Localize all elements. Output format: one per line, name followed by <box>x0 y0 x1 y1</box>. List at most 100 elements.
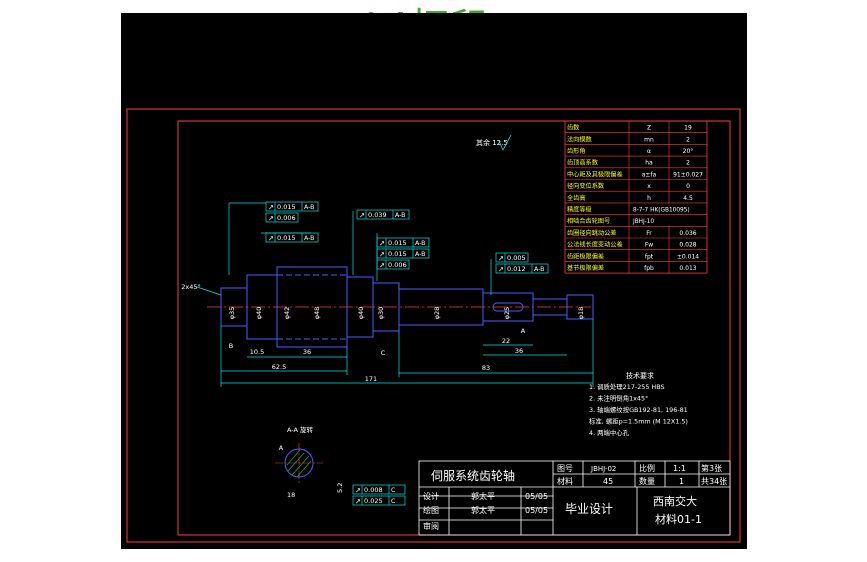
gear-param-symbol: α <box>647 148 651 155</box>
dimension-label: φ18 <box>577 307 585 320</box>
gear-param-name: 相啮合齿轮图号 <box>567 217 610 225</box>
hatch-line <box>291 455 310 476</box>
gear-param-value: 0.036 <box>679 230 696 237</box>
gear-param-name: 齿数 <box>567 124 580 132</box>
gear-param-symbol: 8-7-7 HK(GB10095) <box>633 208 690 214</box>
review-label: 审阅 <box>423 521 439 531</box>
gear-param-symbol: Fr <box>646 230 652 237</box>
design-label: 设计 <box>423 491 439 501</box>
hatch-line <box>296 460 312 478</box>
dimension-label: 2x45° <box>181 283 201 291</box>
gear-param-symbol: Z <box>647 125 651 132</box>
shaft-main-view <box>207 266 594 348</box>
gear-param-value: 2 <box>686 136 690 143</box>
dimension-label: φ48 <box>313 307 321 320</box>
tolerance-value: 0.015 <box>277 234 296 242</box>
tech-requirements-heading: 技术要求 <box>626 371 654 380</box>
gear-param-value: 91±0.027 <box>673 171 703 178</box>
tolerance-value: 0.039 <box>368 211 387 219</box>
gear-param-symbol: h <box>647 195 651 202</box>
gear-param-name: 径向变位系数 <box>567 182 605 190</box>
runout-icon: ↗ <box>379 251 385 259</box>
tolerance-frame <box>352 495 406 506</box>
tech-requirement-item: 4. 两端中心孔 <box>589 428 630 437</box>
designer: 郭太平 <box>471 491 495 501</box>
dimension-label: φ28 <box>433 307 441 320</box>
qty-label: 数量 <box>639 476 655 486</box>
class-name: 材料01-1 <box>655 512 702 526</box>
gear-param-name: 精度等级 <box>567 206 592 214</box>
hatch-line <box>286 449 301 466</box>
gear-param-symbol: x <box>647 183 651 190</box>
gear-param-symbol: Fw <box>645 242 653 249</box>
section-dim-2: 18 <box>287 491 295 499</box>
section-dim-1: 5.2 <box>336 483 344 493</box>
gear-param-value: 0.028 <box>679 242 696 249</box>
tolerance-frame <box>352 484 406 495</box>
tolerance-datum: A-B <box>395 212 405 219</box>
runout-icon: ↗ <box>379 262 385 270</box>
tolerance-datum: A-B <box>304 235 314 242</box>
tolerance-frame <box>376 248 430 259</box>
section-view: A-A 旋转 5.2 18 <box>275 425 344 499</box>
dimension-label: 83 <box>482 364 490 372</box>
tolerance-frame <box>376 237 430 248</box>
dimension-label: φ25 <box>503 307 511 320</box>
runout-icon: ↗ <box>359 212 365 220</box>
gear-param-name: 基节极限偏差 <box>567 264 604 272</box>
total-sheets: 共34张 <box>701 477 727 486</box>
draw-date: 05/05 <box>525 506 548 515</box>
runout-icon: ↗ <box>498 266 504 274</box>
gear-param-name: 公法线长度变动公差 <box>567 241 623 249</box>
gear-param-value: ±0.014 <box>677 253 699 260</box>
runout-icon: ↗ <box>355 498 361 506</box>
title-block-text: 伺服系统齿轮轴 图号 JBHJ-02 比例 1:1 第3张 材料 45 数量 1… <box>423 463 727 531</box>
gear-param-name: 齿形角 <box>567 147 586 155</box>
section-hatch <box>286 449 312 478</box>
gear-param-name: 齿顶高系数 <box>567 159 599 167</box>
outer-border <box>126 108 741 543</box>
gear-param-symbol: mn <box>644 136 654 143</box>
drawing-no-label: 图号 <box>557 464 573 473</box>
drafter: 郭太平 <box>471 505 495 515</box>
tolerance-datum: A-B <box>415 251 425 258</box>
dimension-label: C <box>381 349 386 357</box>
gear-param-value: 20° <box>683 148 694 155</box>
dimension-lines <box>196 202 594 387</box>
gear-param-value: 4.5 <box>683 195 693 202</box>
gear-param-name: 齿圈径向跳动公差 <box>567 229 617 237</box>
section-view-label: A-A 旋转 <box>287 425 314 434</box>
draw-label: 绘图 <box>423 505 439 515</box>
tolerance-datum: C <box>391 498 395 505</box>
gear-param-symbol: ha <box>645 160 653 167</box>
dimension-label: φ40 <box>255 307 263 320</box>
dimension-label: 10.5 <box>250 348 264 356</box>
tolerance-value: 0.006 <box>388 261 407 269</box>
gear-param-symbol: a±fa <box>642 171 657 178</box>
material-value: 45 <box>603 477 613 486</box>
dimension-label: A <box>279 444 284 452</box>
dimension-label: φ40 <box>357 307 365 320</box>
tech-requirement-item: 2. 未注明倒角1x45° <box>589 394 648 403</box>
gear-param-value: 19 <box>684 125 692 132</box>
gear-param-value: 2 <box>686 160 690 167</box>
qty-value: 1 <box>679 477 684 486</box>
scale-label: 比例 <box>639 463 655 473</box>
school-name: 西南交大 <box>653 494 697 508</box>
roughness-note-text: 其余 12.5 <box>476 138 508 147</box>
title-block <box>418 460 731 536</box>
tech-requirement-item: 标准, 螺距p=1.5mm (M 12X1.5) <box>589 417 688 426</box>
runout-icon: ↗ <box>268 235 274 243</box>
runout-icon: ↗ <box>379 240 385 248</box>
tolerance-datum: C <box>391 487 395 494</box>
tolerance-value: 0.015 <box>388 239 407 247</box>
runout-icon: ↗ <box>268 215 274 223</box>
material-label: 材料 <box>557 476 573 486</box>
